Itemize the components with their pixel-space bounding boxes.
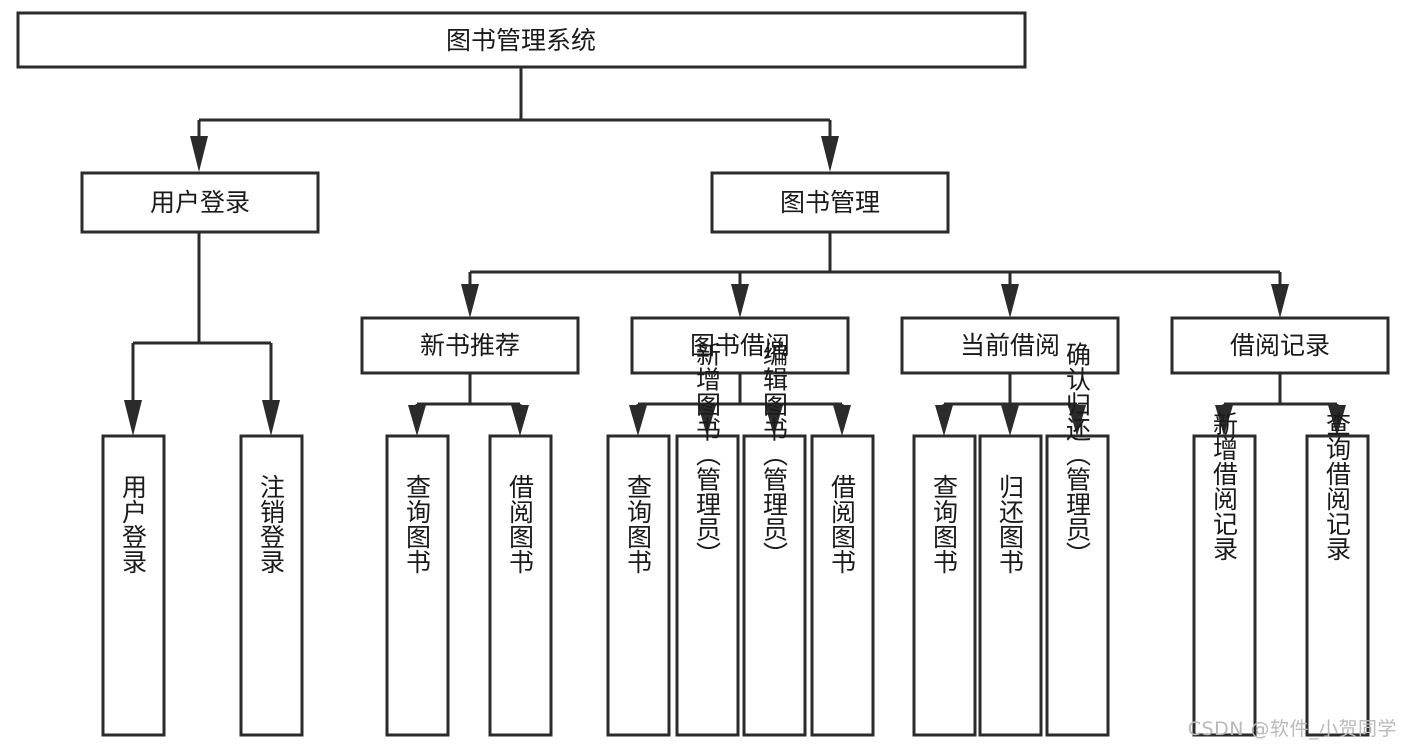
node-leaf-query-book-1-box[interactable] xyxy=(385,434,450,737)
node-book-manage-label: 图书管理 xyxy=(780,188,880,217)
node-leaf-query-record-box[interactable] xyxy=(1305,434,1370,737)
arrowhead-leaf-add-book-icon xyxy=(698,405,716,436)
node-leaf-borrow-book-2[interactable]: 借阅图书 xyxy=(810,434,875,737)
arrowhead-leaf-return-book-icon xyxy=(1001,405,1019,436)
node-root-box[interactable] xyxy=(16,11,1027,69)
node-borrow-record-box[interactable] xyxy=(1170,316,1390,375)
arrowhead-user-login-icon xyxy=(190,136,208,172)
node-new-book-rec-label: 新书推荐 xyxy=(420,331,520,360)
node-leaf-return-book[interactable]: 归还图书 xyxy=(978,434,1043,737)
arrowhead-borrow-record-icon xyxy=(1271,284,1289,318)
node-leaf-borrow-book-1-label: 借阅图书 xyxy=(506,474,535,574)
node-current-borrow[interactable]: 当前借阅 xyxy=(900,316,1120,375)
node-book-borrow[interactable]: 图书借阅 xyxy=(630,316,850,375)
node-leaf-query-book-3-box[interactable] xyxy=(912,434,977,737)
arrowhead-leaf-query-book-2-icon xyxy=(629,405,647,436)
node-leaf-add-record-label: 新增借阅记录 xyxy=(1210,411,1239,561)
arrowhead-leaf-query-record-icon xyxy=(1328,405,1346,436)
node-user-login-box[interactable] xyxy=(80,171,320,234)
node-leaf-user-login-box[interactable] xyxy=(101,434,166,737)
node-borrow-record[interactable]: 借阅记录 xyxy=(1170,316,1390,375)
connectors-layer xyxy=(124,67,1346,436)
node-user-login[interactable]: 用户登录 xyxy=(80,171,320,234)
node-leaf-query-book-3-label: 查询图书 xyxy=(930,474,959,574)
node-leaf-borrow-book-2-box[interactable] xyxy=(810,434,875,737)
node-leaf-add-book-label: 新增图书（管理员） xyxy=(693,342,722,567)
arrowhead-leaf-borrow-book-2-icon xyxy=(833,405,851,436)
node-leaf-logout[interactable]: 注销登录 xyxy=(239,434,304,737)
node-borrow-record-label: 借阅记录 xyxy=(1230,331,1330,360)
node-current-borrow-box[interactable] xyxy=(900,316,1120,375)
node-leaf-confirm-return[interactable]: 确认归还（管理员） xyxy=(1045,342,1110,737)
node-book-borrow-box[interactable] xyxy=(630,316,850,375)
node-leaf-query-book-2-box[interactable] xyxy=(606,434,671,737)
node-leaf-add-record[interactable]: 新增借阅记录 xyxy=(1192,411,1257,737)
arrowhead-leaf-query-book-3-icon xyxy=(935,405,953,436)
node-leaf-query-book-2[interactable]: 查询图书 xyxy=(606,434,671,737)
node-leaf-logout-label: 注销登录 xyxy=(257,474,286,574)
arrowhead-leaf-query-book-1-icon xyxy=(408,405,426,436)
node-leaf-query-book-3[interactable]: 查询图书 xyxy=(912,434,977,737)
node-leaf-confirm-return-box[interactable] xyxy=(1045,434,1110,737)
node-leaf-borrow-book-2-label: 借阅图书 xyxy=(828,474,857,574)
node-leaf-edit-book[interactable]: 编辑图书（管理员） xyxy=(742,342,807,737)
node-leaf-query-book-1[interactable]: 查询图书 xyxy=(385,434,450,737)
node-leaf-return-book-label: 归还图书 xyxy=(996,474,1025,574)
arrowhead-leaf-logout-icon xyxy=(262,400,280,436)
arrowhead-leaf-user-login-icon xyxy=(124,400,142,436)
node-leaf-query-record-label: 查询借阅记录 xyxy=(1323,411,1352,561)
arrowhead-leaf-borrow-book-1-icon xyxy=(511,405,529,436)
node-new-book-rec[interactable]: 新书推荐 xyxy=(360,316,580,375)
arrowhead-new-book-rec-icon xyxy=(461,284,479,318)
node-leaf-confirm-return-label: 确认归还（管理员） xyxy=(1063,342,1092,567)
node-user-login-label: 用户登录 xyxy=(150,188,250,217)
node-leaf-logout-box[interactable] xyxy=(239,434,304,737)
node-book-manage[interactable]: 图书管理 xyxy=(710,171,950,234)
node-leaf-add-record-box[interactable] xyxy=(1192,434,1257,737)
node-leaf-add-book[interactable]: 新增图书（管理员） xyxy=(675,342,740,737)
arrowhead-book-manage-icon xyxy=(821,136,839,172)
watermark-text: CSDN @软件_小贺同学 xyxy=(1187,718,1397,740)
arrowhead-current-borrow-icon xyxy=(1001,284,1019,318)
node-leaf-user-login-label: 用户登录 xyxy=(119,474,148,574)
node-leaf-add-book-box[interactable] xyxy=(675,434,740,737)
node-leaf-query-record[interactable]: 查询借阅记录 xyxy=(1305,411,1370,737)
node-book-manage-box[interactable] xyxy=(710,171,950,234)
arrowhead-book-borrow-icon xyxy=(731,284,749,318)
node-new-book-rec-box[interactable] xyxy=(360,316,580,375)
node-leaf-query-book-1-label: 查询图书 xyxy=(403,474,432,574)
node-leaf-return-book-box[interactable] xyxy=(978,434,1043,737)
node-root[interactable]: 图书管理系统 xyxy=(16,11,1027,69)
arrowhead-leaf-confirm-return-icon xyxy=(1068,405,1086,436)
node-leaf-borrow-book-1[interactable]: 借阅图书 xyxy=(488,434,553,737)
arrowhead-leaf-add-record-icon xyxy=(1215,405,1233,436)
node-book-borrow-label: 图书借阅 xyxy=(690,331,790,360)
node-current-borrow-label: 当前借阅 xyxy=(960,331,1060,360)
node-leaf-edit-book-box[interactable] xyxy=(742,434,807,737)
node-leaf-borrow-book-1-box[interactable] xyxy=(488,434,553,737)
node-leaf-edit-book-label: 编辑图书（管理员） xyxy=(760,342,789,567)
node-leaf-user-login[interactable]: 用户登录 xyxy=(101,434,166,737)
arrowhead-leaf-edit-book-icon xyxy=(765,405,783,436)
node-root-label: 图书管理系统 xyxy=(446,26,596,55)
node-leaf-query-book-2-label: 查询图书 xyxy=(624,474,653,574)
